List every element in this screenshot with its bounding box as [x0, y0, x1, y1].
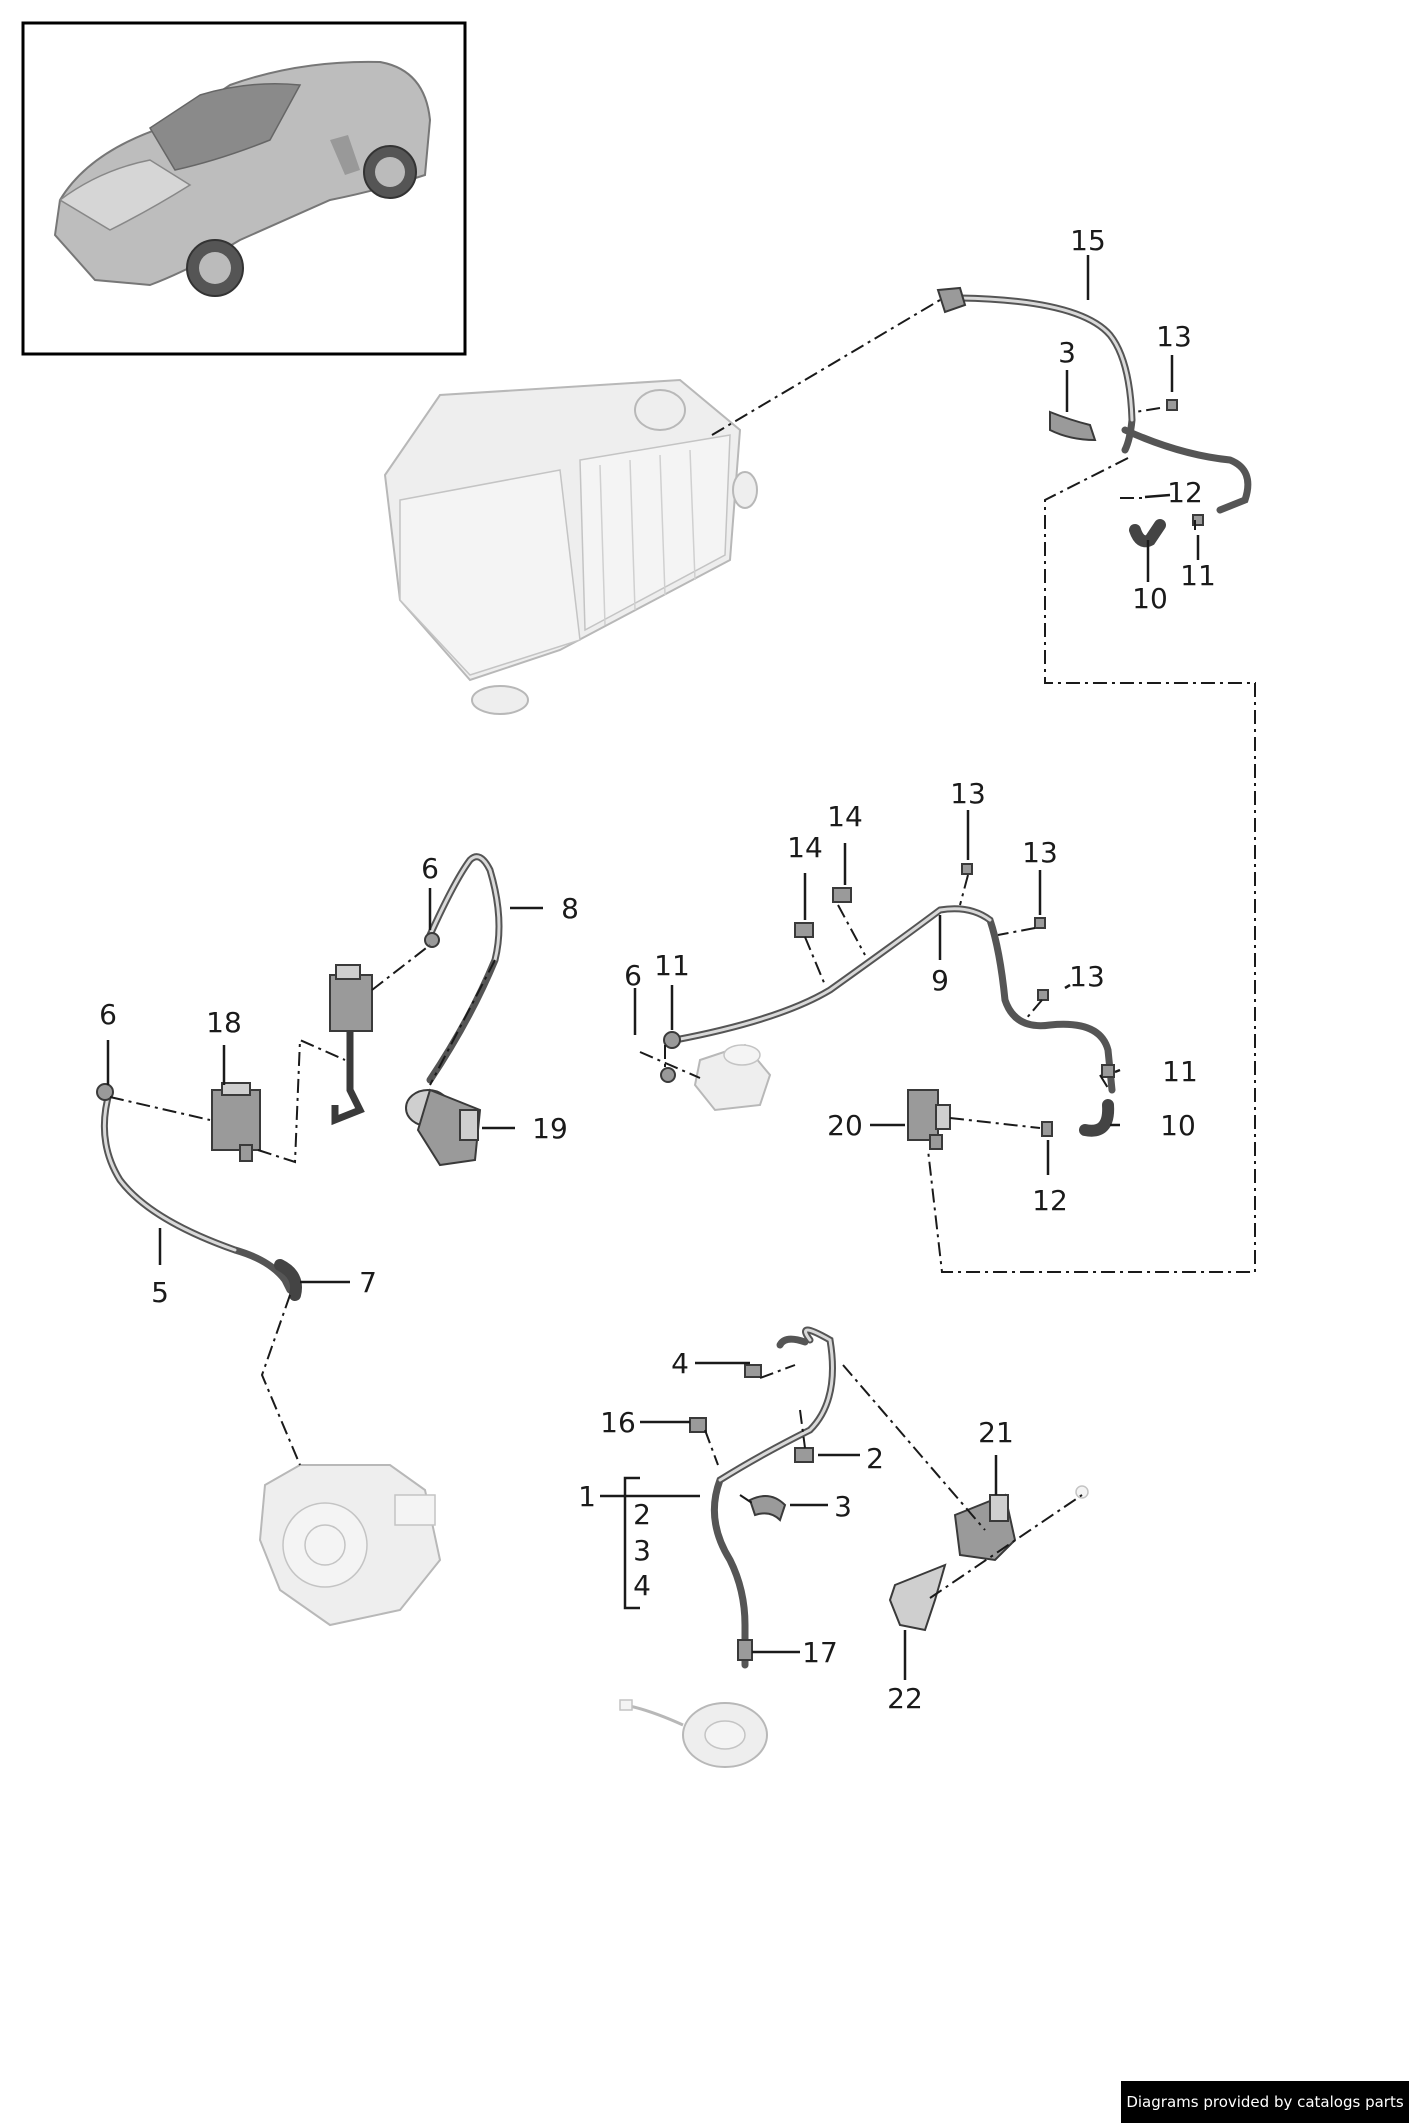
- pump-19: [405, 1088, 482, 1167]
- callout-13c: 13: [1022, 836, 1058, 869]
- hose-15: [956, 294, 1252, 514]
- callout-17: 17: [802, 1636, 838, 1669]
- pump-ghost: [258, 1464, 442, 1627]
- callout-10a: 10: [1132, 582, 1168, 615]
- valve-20: [907, 1089, 951, 1150]
- callout-6a: 6: [421, 852, 439, 885]
- elbow-10-top: [1129, 519, 1166, 548]
- valve-21: [953, 1493, 1017, 1562]
- callout-18: 18: [206, 1006, 242, 1039]
- callout-11a: 11: [1180, 559, 1216, 592]
- callout-21: 21: [978, 1416, 1014, 1449]
- hose-8: [426, 853, 503, 1084]
- callout-14b: 14: [787, 831, 823, 864]
- elbow-10-right: [1079, 1099, 1115, 1137]
- connector-top: [936, 286, 967, 314]
- callout-14a: 14: [827, 800, 863, 833]
- intercooler-ghost: [383, 378, 758, 715]
- callout-15: 15: [1070, 224, 1106, 257]
- callout-12a: 12: [1167, 476, 1203, 509]
- callout-7: 7: [359, 1266, 377, 1299]
- callout-19: 19: [532, 1112, 568, 1145]
- hose-1: [710, 1326, 836, 1669]
- hose-9: [671, 905, 1116, 1094]
- dash-lines: [109, 299, 1256, 1599]
- callout-3c: 3: [633, 1534, 651, 1567]
- hose-5: [100, 1086, 294, 1294]
- callout-labels: 15 13 3 12 11 10 6 8 13 14 13 14 9 13 6 …: [99, 224, 1216, 1715]
- callout-3b: 3: [834, 1490, 852, 1523]
- callout-2b: 2: [633, 1498, 651, 1531]
- car-icon: [53, 60, 432, 297]
- callout-9: 9: [931, 964, 949, 997]
- bracket-22: [888, 1563, 947, 1632]
- callout-3a: 3: [1058, 336, 1076, 369]
- callout-20: 20: [827, 1109, 863, 1142]
- valve-ghost: [693, 1043, 772, 1112]
- valve-18: [211, 1082, 261, 1162]
- elbow-7: [274, 1259, 302, 1301]
- callout-6b: 6: [624, 959, 642, 992]
- callout-13b: 13: [950, 777, 986, 810]
- callout-16: 16: [600, 1406, 636, 1439]
- callout-13d: 13: [1069, 960, 1105, 993]
- credit-badge: Diagrams provided by catalogs parts: [1121, 2081, 1409, 2123]
- callout-5: 5: [151, 1276, 169, 1309]
- callout-13a: 13: [1156, 320, 1192, 353]
- callout-8: 8: [561, 892, 579, 925]
- callout-11c: 11: [1162, 1055, 1198, 1088]
- callout-2a: 2: [866, 1442, 884, 1475]
- callout-10b: 10: [1160, 1109, 1196, 1142]
- callout-12b: 12: [1032, 1184, 1068, 1217]
- clips-misc: [96, 399, 1204, 1661]
- clip-3-top: [1049, 410, 1097, 442]
- callout-6c: 6: [99, 998, 117, 1031]
- leader-lines: [106, 255, 1200, 1680]
- callout-4b: 4: [633, 1569, 651, 1602]
- valve-bracket-8: [329, 964, 373, 1126]
- callout-11b: 11: [654, 949, 690, 982]
- callout-4a: 4: [671, 1347, 689, 1380]
- slave-cylinder-ghost: [619, 1699, 768, 1768]
- callout-1: 1: [578, 1480, 596, 1513]
- callout-22: 22: [887, 1682, 923, 1715]
- vehicle-thumbnail: [21, 21, 467, 356]
